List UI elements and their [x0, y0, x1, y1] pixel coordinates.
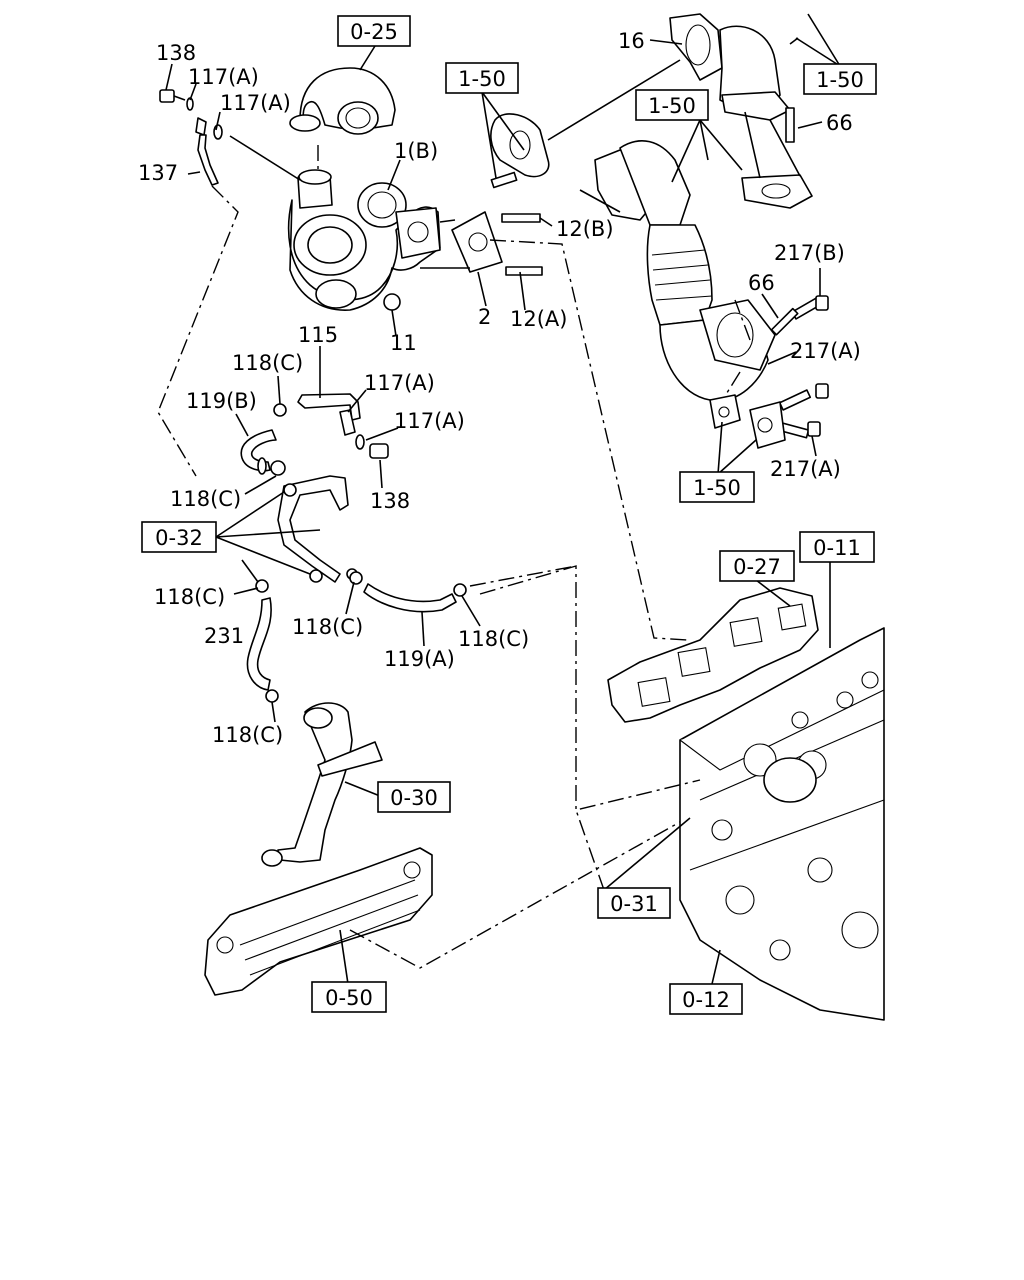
ref-box-0-32[interactable]: 0-32: [141, 521, 217, 553]
label-119B[interactable]: 119(B): [186, 389, 257, 413]
svg-text:0-25: 0-25: [350, 20, 398, 44]
svg-text:0-30: 0-30: [390, 786, 438, 810]
label-115[interactable]: 115: [298, 323, 338, 347]
exhaust-downpipe: [594, 140, 776, 402]
turbo-gasket: [451, 171, 543, 276]
label-117A-2[interactable]: 117(A): [220, 91, 291, 115]
label-66-lower[interactable]: 66: [748, 271, 775, 295]
label-217A-1[interactable]: 217(A): [790, 339, 861, 363]
label-118C-2[interactable]: 118(C): [170, 487, 241, 511]
water-pipe-0-30: [261, 702, 383, 867]
exhaust-brackets: [709, 394, 786, 449]
label-118C-1[interactable]: 118(C): [232, 351, 303, 375]
svg-text:0-31: 0-31: [610, 892, 658, 916]
reference-boxes: 0-25 1-50 1-50 1-50 1-50 0-32 0-27 0-11: [141, 15, 877, 1015]
ref-box-0-31[interactable]: 0-31: [597, 887, 671, 919]
intake-elbow: [289, 67, 396, 135]
label-138-upper[interactable]: 138: [156, 41, 196, 65]
label-117A-3[interactable]: 117(A): [364, 371, 435, 395]
label-2[interactable]: 2: [478, 305, 491, 329]
ref-box-0-11[interactable]: 0-11: [799, 531, 875, 563]
label-16[interactable]: 16: [618, 29, 645, 53]
label-117A-4[interactable]: 117(A): [394, 409, 465, 433]
ref-box-0-25[interactable]: 0-25: [337, 15, 411, 47]
ref-box-1-50-lower[interactable]: 1-50: [679, 471, 755, 503]
label-231[interactable]: 231: [204, 624, 244, 648]
label-12B[interactable]: 12(B): [556, 217, 614, 241]
svg-text:0-11: 0-11: [813, 536, 861, 560]
label-118C-4[interactable]: 118(C): [292, 615, 363, 639]
hose-119A: [349, 571, 467, 613]
ref-box-0-50[interactable]: 0-50: [311, 981, 387, 1013]
water-pipe-0-32: [277, 475, 358, 583]
exhaust-elbow-16: [669, 13, 813, 209]
ref-box-1-50-middle[interactable]: 1-50: [635, 89, 709, 121]
turbocharger: [287, 169, 441, 311]
oil-cooler-0-50: [204, 847, 433, 996]
engine-block: [679, 627, 885, 1021]
svg-text:0-32: 0-32: [155, 526, 203, 550]
label-217B[interactable]: 217(B): [774, 241, 845, 265]
svg-text:0-27: 0-27: [733, 555, 781, 579]
ref-box-0-30[interactable]: 0-30: [377, 781, 451, 813]
label-117A-1[interactable]: 117(A): [188, 65, 259, 89]
svg-text:1-50: 1-50: [693, 476, 741, 500]
exhaust-manifold: [607, 587, 819, 723]
label-118C-6[interactable]: 118(C): [458, 627, 529, 651]
leader-lines: [157, 13, 841, 985]
part-labels: 138 117(A) 117(A) 137 1(B) 16 66 12(B) 2…: [138, 29, 861, 747]
svg-text:0-12: 0-12: [682, 988, 730, 1012]
oil-return-hoses: [240, 393, 389, 476]
svg-text:1-50: 1-50: [458, 67, 506, 91]
label-66-upper[interactable]: 66: [826, 111, 853, 135]
ref-box-0-12[interactable]: 0-12: [669, 983, 743, 1015]
svg-text:0-50: 0-50: [325, 986, 373, 1010]
label-119A[interactable]: 119(A): [384, 647, 455, 671]
label-11[interactable]: 11: [390, 331, 417, 355]
label-138-lower[interactable]: 138: [370, 489, 410, 513]
label-118C-5[interactable]: 118(C): [212, 723, 283, 747]
svg-text:1-50: 1-50: [816, 68, 864, 92]
label-137[interactable]: 137: [138, 161, 178, 185]
label-118C-3[interactable]: 118(C): [154, 585, 225, 609]
label-217A-2[interactable]: 217(A): [770, 457, 841, 481]
oil-feed-pipe: [159, 89, 223, 186]
label-12A[interactable]: 12(A): [510, 307, 567, 331]
label-1B[interactable]: 1(B): [394, 139, 438, 163]
ref-box-0-27[interactable]: 0-27: [719, 550, 795, 582]
ref-box-1-50-upper[interactable]: 1-50: [445, 62, 519, 94]
hose-231: [246, 579, 279, 703]
bolts-217-66: [770, 295, 829, 439]
svg-text:1-50: 1-50: [648, 94, 696, 118]
ref-box-1-50-right[interactable]: 1-50: [803, 63, 877, 95]
